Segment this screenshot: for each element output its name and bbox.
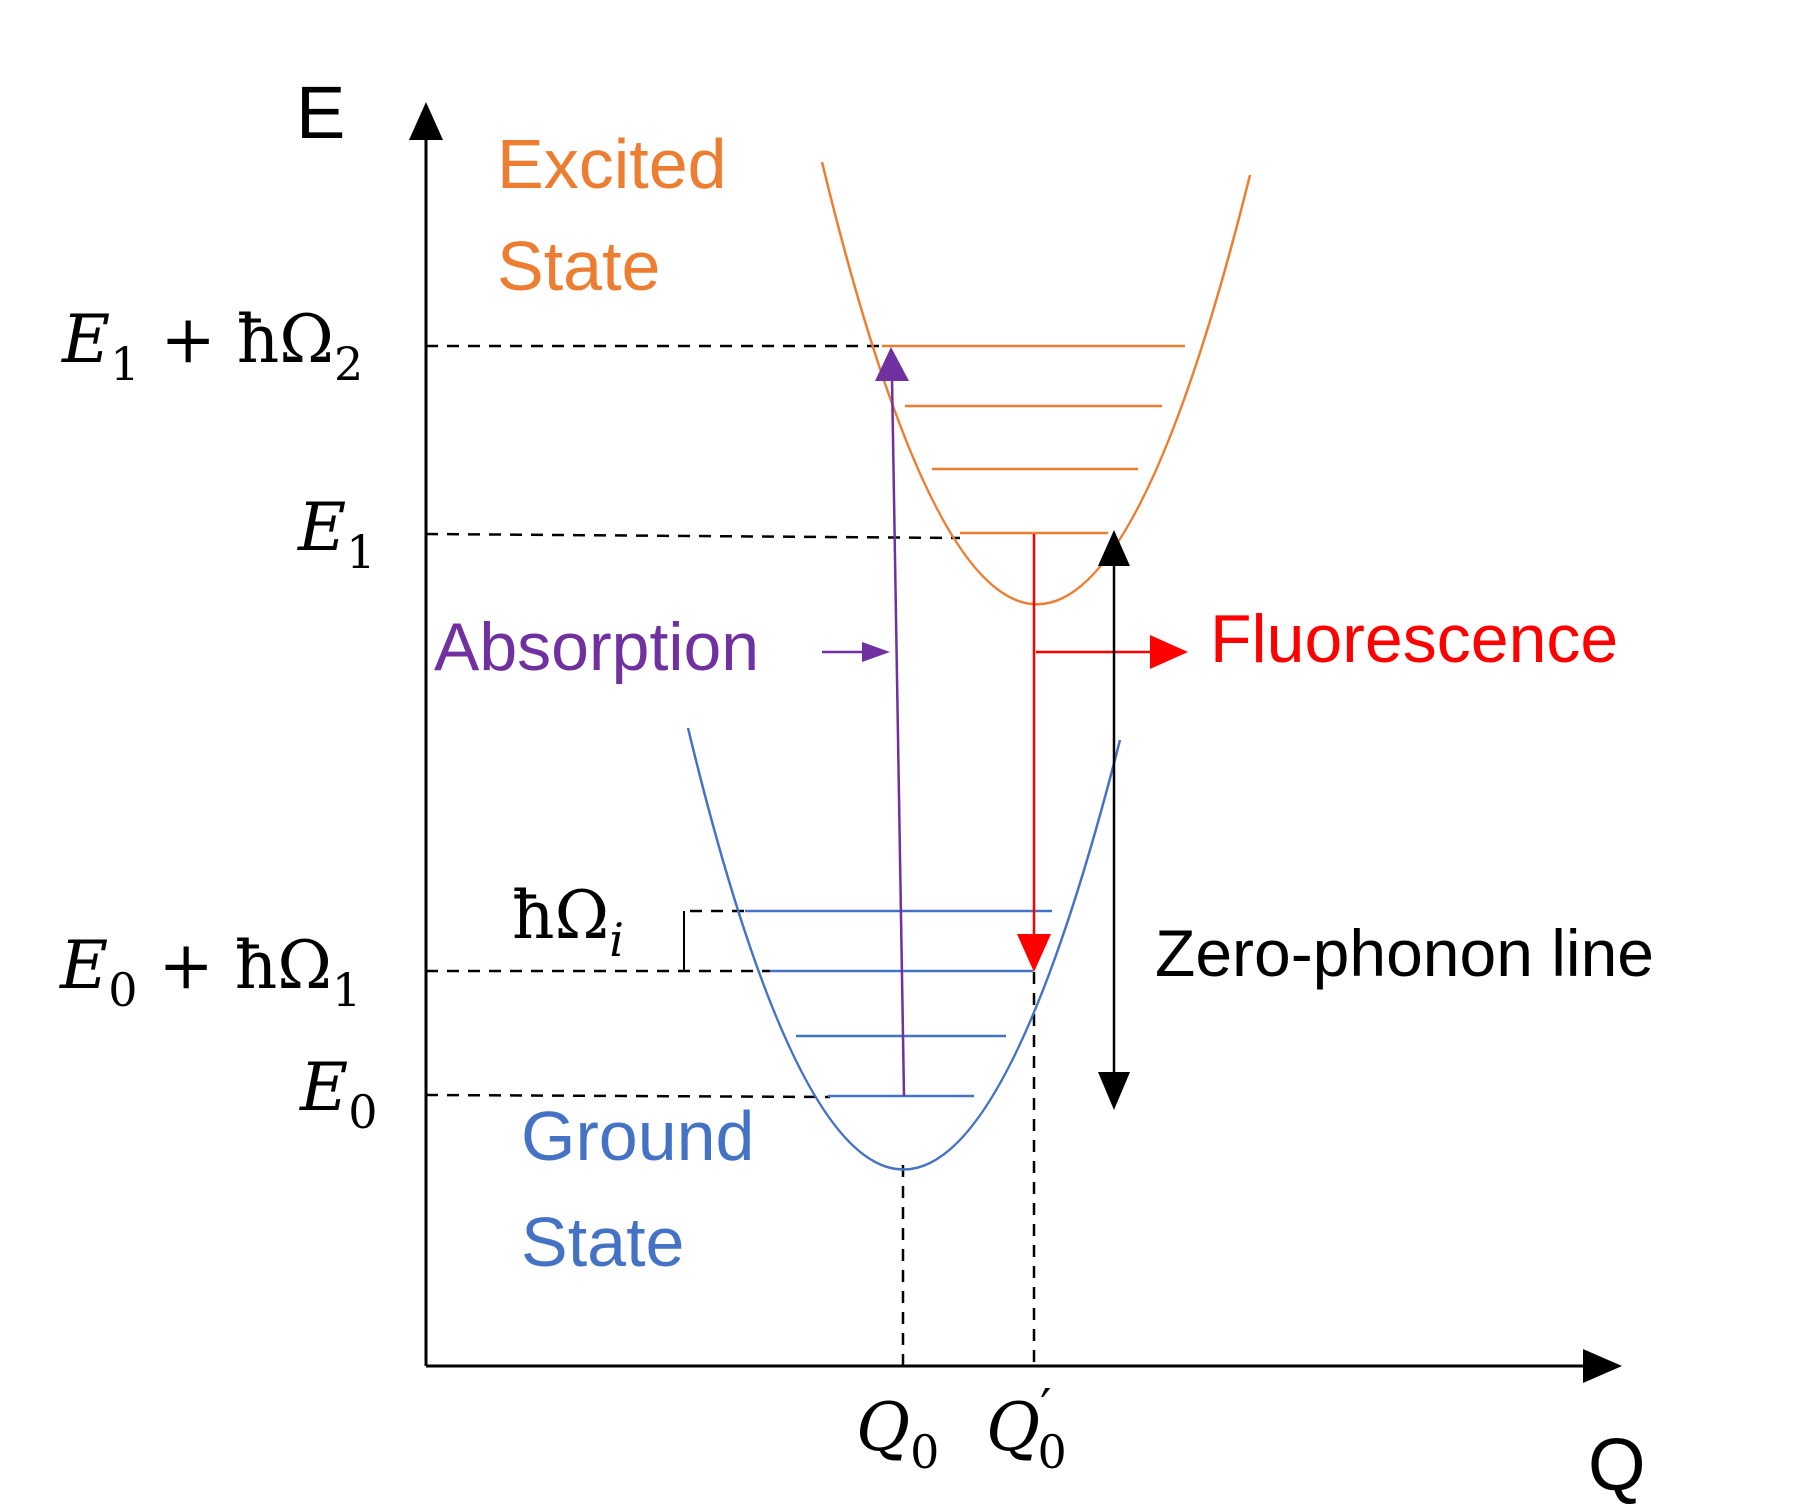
fluorescence-pointer-head (1150, 635, 1188, 669)
e0-sub: 0 (348, 1085, 377, 1139)
y-axis-label: E (296, 71, 345, 154)
e1-sub: 1 (346, 525, 375, 579)
q0-prime-base: Q (986, 1389, 1040, 1466)
spacing-label: ħΩi (512, 877, 624, 967)
excited-state-levels (882, 344, 1185, 535)
fluorescence-arrowhead (1017, 934, 1051, 972)
e0-plus-sub: 0 (108, 963, 137, 1017)
q0-prime-sup: ′ (1040, 1378, 1051, 1436)
absorption-arrow (890, 377, 906, 1097)
e1-base: E (297, 489, 346, 566)
y-axis-arrowhead (409, 102, 443, 140)
fluorescence-label: Fluorescence (1210, 601, 1618, 677)
e0-plus-label: E0 + ħΩ1 (59, 927, 361, 1017)
ground-state-label-line2: State (521, 1203, 684, 1281)
energy-guide-lines (425, 344, 1036, 1366)
absorption-pointer-head (862, 642, 890, 662)
q0-prime-sub: 0 (1037, 1425, 1066, 1479)
q0-label: Q0 (856, 1389, 939, 1479)
ground-state-label-line1: Ground (521, 1097, 754, 1175)
e1-plus-label: E1 + ħΩ2 (61, 301, 363, 391)
e0-plus-op-sub: 1 (332, 963, 361, 1017)
q0-sub: 0 (910, 1425, 939, 1479)
zero-phonon-label: Zero-phonon line (1155, 916, 1654, 990)
e0-plus-base: E (59, 927, 108, 1004)
ground-state-levels (745, 909, 1052, 1098)
absorption-label: Absorption (434, 609, 759, 685)
absorption-arrowhead (875, 347, 909, 381)
q0-base: Q (856, 1389, 910, 1466)
e1-guide (425, 532, 961, 540)
excited-state-label-line1: Excited (497, 125, 727, 203)
e0-guide (425, 1093, 831, 1099)
e0-label: E0 (299, 1049, 377, 1139)
e1-label: E1 (297, 489, 375, 579)
e0-plus-op: + ħΩ (137, 927, 332, 1004)
x-axis-label: Q (1588, 1423, 1646, 1506)
e1-plus-op-sub: 2 (334, 337, 363, 391)
spacing-sub: i (609, 913, 624, 967)
axes (424, 130, 1590, 1368)
e1-plus-op: + ħΩ (139, 301, 334, 378)
ground-state-curve (686, 727, 1122, 1171)
e1-plus-base: E (61, 301, 110, 378)
excited-state-curve (820, 161, 1252, 606)
e1-plus-sub: 1 (110, 337, 139, 391)
e0-base: E (299, 1049, 348, 1126)
zero-phonon-arrowhead-top (1098, 530, 1130, 566)
x-axis-arrowhead (1583, 1349, 1622, 1383)
q0-prime-label: Q′0 (986, 1378, 1067, 1479)
spacing-base: ħΩ (512, 877, 609, 954)
zero-phonon-arrowhead-bottom (1098, 1072, 1130, 1110)
excited-state-label-line2: State (497, 227, 660, 305)
